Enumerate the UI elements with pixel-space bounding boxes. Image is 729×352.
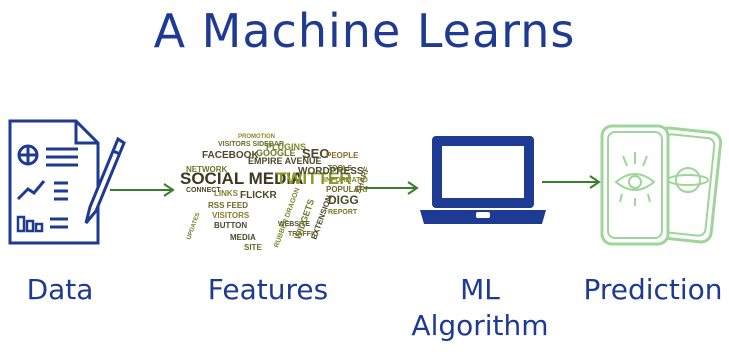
arrow-data-to-features bbox=[108, 180, 178, 204]
svg-text:REPORT: REPORT bbox=[328, 209, 358, 216]
svg-text:RSS FEED: RSS FEED bbox=[208, 201, 248, 210]
svg-text:DIGG: DIGG bbox=[328, 193, 359, 207]
svg-text:SEO: SEO bbox=[302, 146, 329, 161]
laptop-icon bbox=[418, 132, 548, 236]
svg-text:TRAFFIC: TRAFFIC bbox=[288, 231, 318, 238]
word-cloud-icon: FACEBOOK PLUGINS SEO PEOPLE EMPIRE AVENU… bbox=[178, 128, 378, 262]
svg-text:WEBSITE: WEBSITE bbox=[278, 221, 310, 228]
prediction-label: Prediction bbox=[583, 273, 723, 306]
svg-text:FLICKR: FLICKR bbox=[240, 190, 277, 201]
svg-text:MEDIA: MEDIA bbox=[230, 233, 256, 242]
svg-text:INFORMATION: INFORMATION bbox=[324, 177, 368, 184]
svg-text:FACEBOOK: FACEBOOK bbox=[202, 150, 259, 161]
svg-text:NETWORK: NETWORK bbox=[186, 165, 228, 174]
data-label: Data bbox=[26, 273, 94, 306]
tarot-cards-icon bbox=[598, 122, 726, 254]
svg-text:PEOPLE: PEOPLE bbox=[326, 151, 359, 160]
svg-text:TWITTER: TWITTER bbox=[276, 169, 352, 188]
svg-text:BUTTON: BUTTON bbox=[214, 221, 247, 230]
svg-text:VISITORS SIDEBAR: VISITORS SIDEBAR bbox=[218, 141, 284, 148]
svg-text:EMPIRE AVENUE: EMPIRE AVENUE bbox=[248, 156, 322, 166]
svg-text:WORDPRESS: WORDPRESS bbox=[298, 166, 364, 177]
svg-text:UPDATES: UPDATES bbox=[186, 212, 201, 241]
diagram-title: A Machine Learns bbox=[153, 4, 576, 58]
svg-text:SITE: SITE bbox=[244, 243, 262, 252]
svg-text:VISITORS: VISITORS bbox=[212, 211, 250, 220]
svg-text:PLUGINS: PLUGINS bbox=[266, 142, 306, 152]
svg-text:SOCIAL MEDIA: SOCIAL MEDIA bbox=[180, 169, 303, 188]
svg-text:TOOLS: TOOLS bbox=[328, 165, 352, 172]
data-icon bbox=[6, 115, 126, 254]
svg-text:LINKS: LINKS bbox=[214, 189, 239, 198]
svg-text:PROMOTION: PROMOTION bbox=[238, 134, 275, 140]
arrow-features-to-algorithm bbox=[362, 178, 422, 202]
svg-text:CONNECT: CONNECT bbox=[186, 187, 221, 194]
features-label: Features bbox=[207, 273, 329, 306]
arrow-algorithm-to-prediction bbox=[540, 172, 604, 196]
algorithm-label-line2: Algorithm bbox=[411, 309, 549, 342]
algorithm-label-line1: ML bbox=[460, 273, 500, 306]
svg-text:GOOGLE: GOOGLE bbox=[256, 148, 296, 158]
svg-text:POPULARITY: POPULARITY bbox=[326, 185, 368, 194]
